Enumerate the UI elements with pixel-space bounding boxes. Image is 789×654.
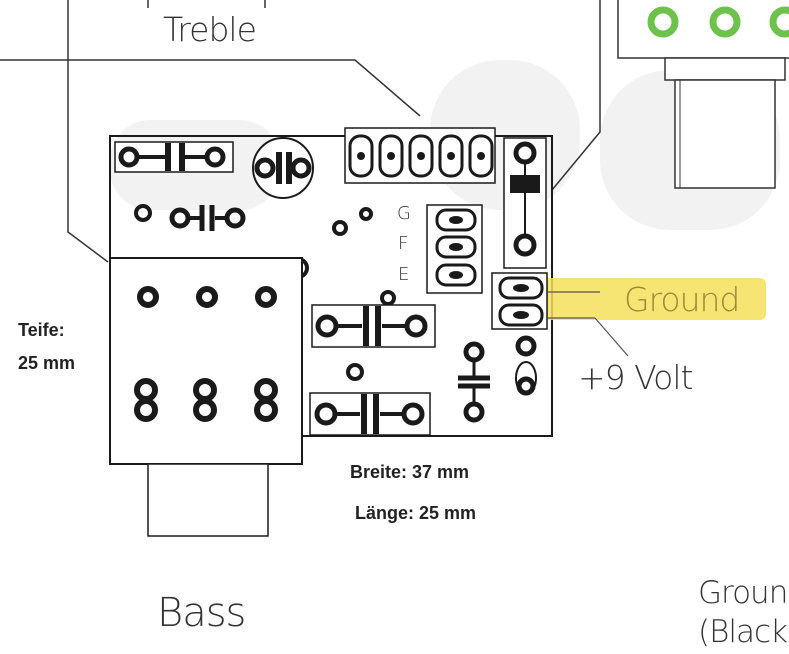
top-right-connector (617, 0, 789, 189)
label-ground-black: Groun (698, 575, 788, 611)
ground-highlight (540, 278, 766, 320)
electrolytic-capacitor (252, 137, 314, 199)
right-component (503, 137, 547, 269)
capacitor-row-2 (134, 204, 246, 231)
wire-left (67, 0, 109, 263)
gfe-connector (426, 204, 483, 294)
label-teife: Teife: (18, 320, 65, 340)
label-ground: Ground (624, 280, 740, 319)
label-9-volt: +9 Volt (578, 358, 693, 397)
power-connector (491, 272, 629, 357)
capacitor-bottom (309, 392, 431, 436)
small-pads (287, 207, 396, 381)
label-breite: Breite: 37 mm (350, 462, 470, 482)
label-ground-black-2: (Black (698, 614, 788, 650)
jack-socket (109, 257, 303, 537)
label-pin-f: F (398, 233, 409, 254)
label-teife-value: 25 mm (18, 353, 76, 373)
label-pin-g: G (397, 203, 411, 224)
label-bass: Bass (157, 590, 246, 636)
ceramic-capacitor (458, 341, 490, 423)
header-5pin (344, 127, 496, 184)
capacitor-mid (311, 304, 436, 348)
label-laenge: Länge: 25 mm (355, 503, 477, 523)
wire-right (551, 0, 601, 191)
label-pin-e: E (398, 264, 410, 285)
label-treble: Treble (163, 10, 257, 49)
wire-treble (0, 59, 421, 117)
diode (515, 335, 537, 396)
capacitor-top-left (114, 141, 234, 173)
